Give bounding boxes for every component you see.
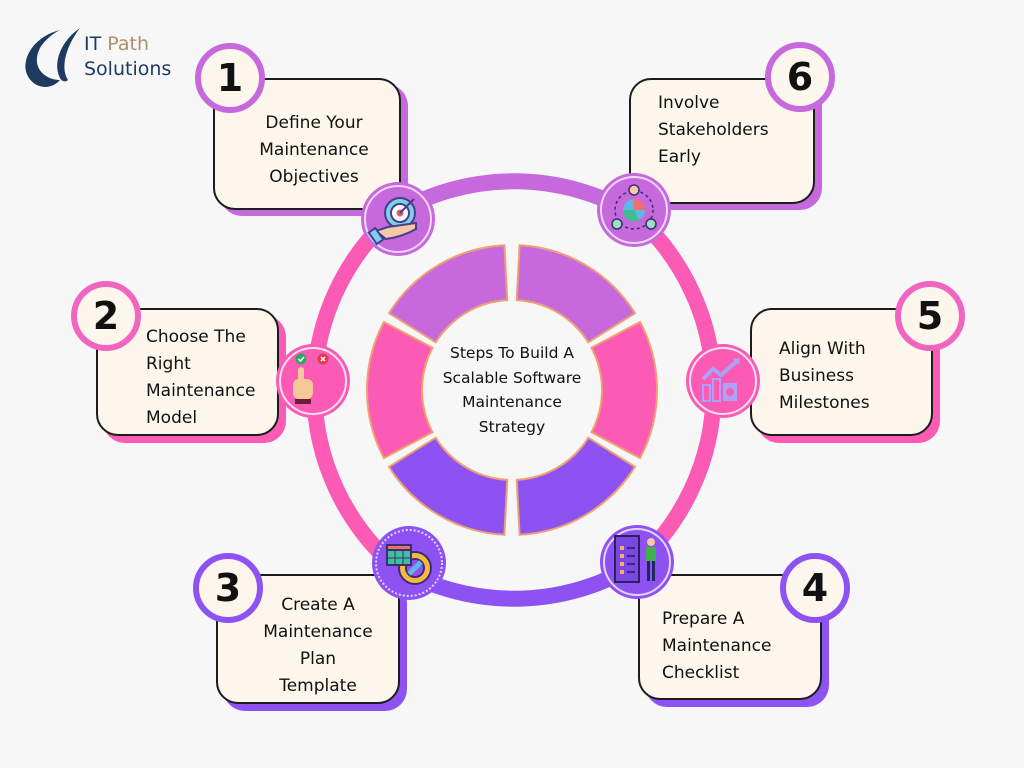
center-circle [428, 306, 596, 474]
segment-bottom-right [515, 436, 637, 536]
center-title-line: Steps To Build A [450, 344, 574, 362]
step-6-line: Stakeholders [658, 120, 769, 140]
step-card-4: Prepare A Maintenance Checklist [638, 574, 822, 700]
logo-solutions: Solutions [84, 58, 172, 80]
step-3-line: Maintenance [263, 622, 373, 642]
step-4-line: Maintenance [662, 636, 772, 656]
step-5-line: Align With [779, 339, 866, 359]
segment-bottom-left [387, 436, 509, 536]
center-title-line: Maintenance [462, 393, 562, 411]
segment-top-left [387, 244, 509, 344]
logo-text: IT Path Solutions [84, 32, 171, 82]
step-2-line: Choose The [146, 327, 246, 347]
step-5-line: Milestones [779, 393, 870, 413]
center-title-line: Scalable Software [442, 368, 582, 387]
step-number-6: 6 [765, 42, 835, 112]
logo-path: Path [107, 33, 150, 55]
step-4-line: Checklist [662, 663, 740, 683]
segment-top-right [515, 244, 637, 344]
inner-segments [366, 244, 658, 536]
step-number-4: 4 [780, 553, 850, 623]
center-title-line: Strategy [478, 417, 546, 436]
step-2-line: Right [146, 354, 191, 374]
step-card-5: Align With Business Milestones [750, 308, 933, 436]
logo-mark-icon [25, 28, 80, 87]
step-1-line: Maintenance [259, 140, 369, 160]
step-1-line: Objectives [269, 167, 359, 187]
step-number-5: 5 [895, 281, 965, 351]
step-4-line: Prepare A [662, 609, 745, 629]
checklist-person-icon [600, 525, 674, 599]
step-5-line: Business [779, 366, 854, 386]
step-2-line: Model [146, 408, 198, 428]
step-number-2: 2 [71, 281, 141, 351]
step-6-line: Involve [658, 93, 720, 113]
step-card-3: Create A Maintenance Plan Template [216, 574, 400, 704]
step-number-3: 3 [193, 553, 263, 623]
segment-left [366, 320, 434, 460]
calendar-gear-icon [372, 526, 446, 600]
segment-right [590, 320, 658, 460]
step-number-1: 1 [195, 43, 265, 113]
step-1-line: Define Your [265, 113, 363, 133]
stakeholders-globe-icon [597, 173, 671, 247]
step-3-line: Create A [281, 595, 355, 615]
growth-chart-icon [686, 344, 760, 418]
logo-it: IT [84, 33, 102, 55]
step-2-line: Maintenance [146, 381, 256, 401]
step-6-line: Early [658, 147, 701, 167]
step-3-line: Plan [299, 649, 337, 669]
target-hand-icon [361, 182, 435, 256]
choice-hand-icon [276, 344, 350, 418]
step-3-line: Template [279, 676, 357, 696]
center-title: Steps To Build A Scalable Software Maint… [437, 341, 587, 439]
